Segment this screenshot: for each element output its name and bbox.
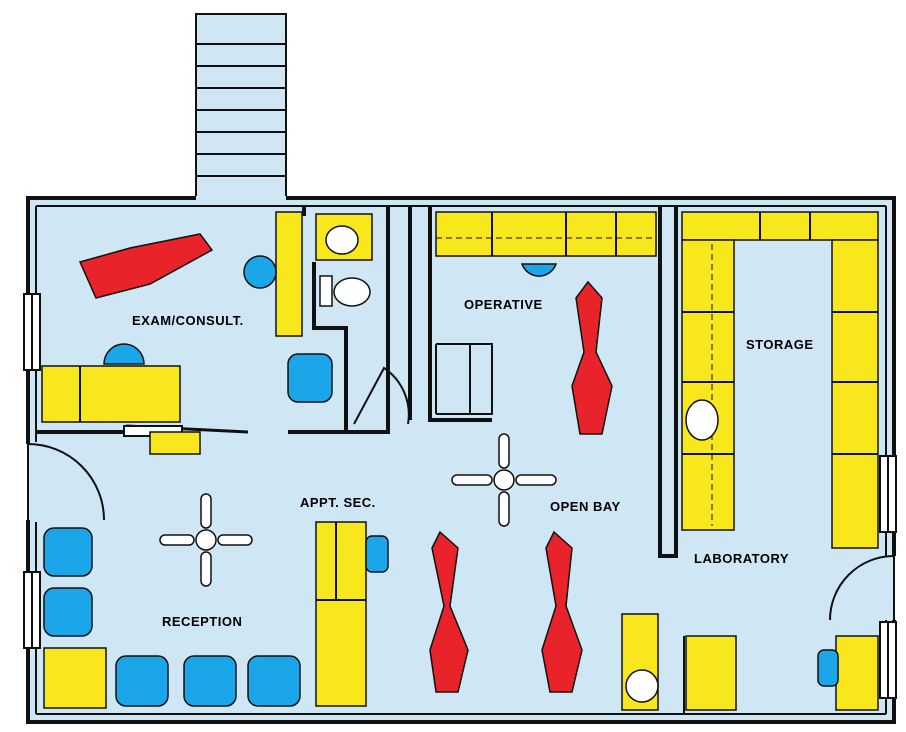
interior-walls: [36, 206, 685, 714]
armchair-icon: [365, 535, 389, 573]
dental-chairs: [78, 233, 613, 693]
label-operative: OPERATIVE: [464, 297, 543, 312]
ceiling-fan-icon: [451, 433, 557, 527]
stairs: [195, 13, 287, 203]
counters: [41, 211, 879, 711]
stool-icon: [520, 263, 558, 277]
armchair-icon: [817, 649, 839, 687]
armchair-icon: [287, 353, 333, 403]
armchair-icon: [183, 655, 237, 707]
stool-icon: [243, 255, 277, 289]
label-exam-consult: EXAM/CONSULT.: [132, 313, 244, 328]
label-storage: STORAGE: [746, 337, 814, 352]
sink-icon: [625, 669, 659, 703]
windows: [23, 293, 897, 699]
label-open-bay: OPEN BAY: [550, 499, 621, 514]
toilet-icon: [319, 275, 371, 307]
armchair-icon: [43, 527, 93, 577]
dental-chair-icon: [78, 233, 214, 299]
armchair-icon: [43, 587, 93, 637]
fixtures: [319, 225, 719, 703]
stool-icon: [103, 343, 145, 365]
label-reception: RECEPTION: [162, 614, 242, 629]
ceiling-fan-icon: [159, 493, 253, 587]
seating: [43, 255, 839, 707]
dental-chair-icon: [429, 530, 469, 693]
label-appt-sec: APPT. SEC.: [300, 495, 376, 510]
dental-chair-icon: [571, 280, 613, 435]
dental-chair-icon: [541, 530, 583, 693]
sink-icon: [325, 225, 359, 255]
armchair-icon: [247, 655, 301, 707]
sink-icon: [685, 399, 719, 441]
armchair-icon: [115, 655, 169, 707]
room-labels: EXAM/CONSULT. OPERATIVE STORAGE APPT. SE…: [132, 297, 814, 629]
label-laboratory: LABORATORY: [694, 551, 789, 566]
